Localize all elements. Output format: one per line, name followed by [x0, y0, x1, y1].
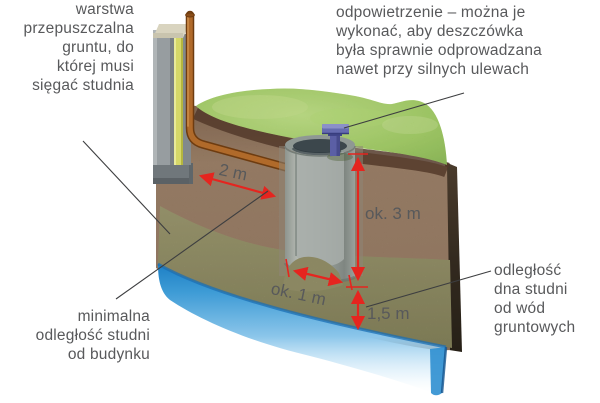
leader-vent — [343, 92, 465, 129]
building-wall — [153, 24, 193, 184]
leader-lines — [82, 92, 492, 308]
label-vent-note: odpowietrzenie – można je wykonać, aby d… — [336, 4, 542, 78]
tick-well-left — [285, 258, 290, 278]
soakaway-well — [279, 135, 363, 292]
label-min-distance-building: minimalna odległość studni od budynku — [35, 308, 150, 363]
label-permeable-layer: warstwa przepuszczalna gruntu, do której… — [23, 1, 134, 94]
grass-surface — [196, 88, 447, 165]
wall-insulation — [174, 38, 183, 165]
leader-permeable — [82, 140, 171, 235]
dimension-label-groundwater: 1,5 m — [367, 304, 410, 323]
leader-min-distance — [115, 190, 269, 300]
arrow-1m — [292, 266, 344, 287]
label-distance-groundwater: odległość dna studni od wód gruntowych — [494, 262, 576, 336]
leader-groundwater — [365, 270, 492, 308]
tick-well-right — [348, 274, 353, 291]
vent-pipe — [322, 124, 353, 161]
groundwater-layer — [157, 262, 448, 396]
arrow-2m — [198, 172, 277, 200]
dimension-arrows — [198, 153, 368, 331]
dimension-label-well-depth: ok. 3 m — [365, 204, 421, 223]
downspout-pipe — [185, 10, 297, 174]
